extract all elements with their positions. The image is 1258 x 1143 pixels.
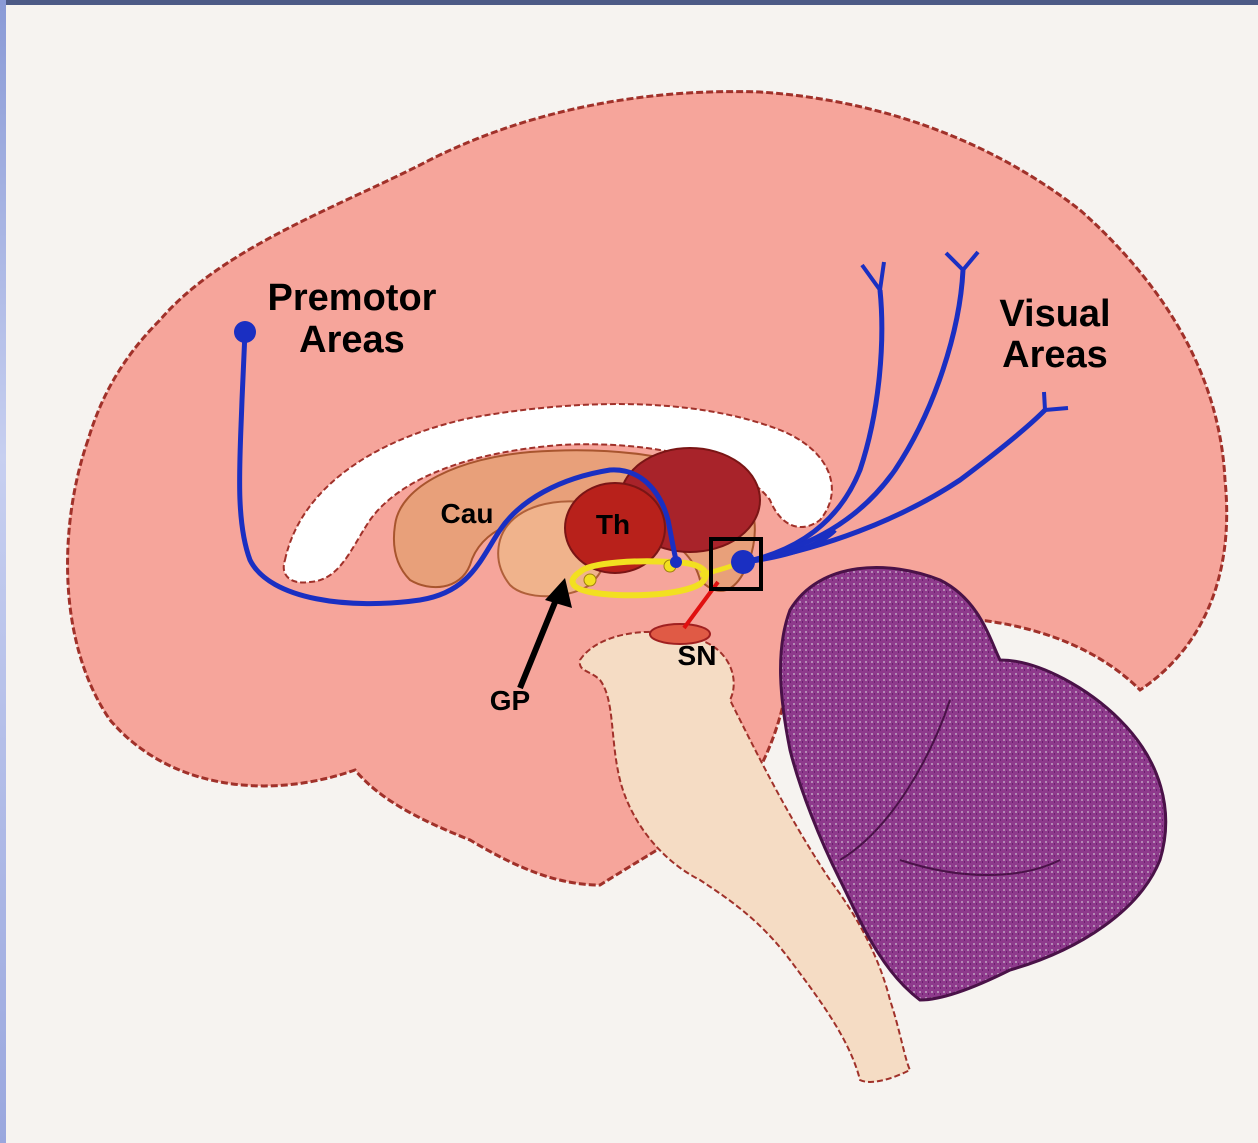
- premotor-node: [234, 321, 256, 343]
- gp-label: GP: [490, 685, 530, 716]
- sn-label: SN: [678, 640, 717, 671]
- visual-label-line1: Visual: [999, 293, 1110, 335]
- premotor-label-line2: Areas: [299, 319, 405, 361]
- thalamus-label: Th: [596, 509, 630, 540]
- visual-label-line2: Areas: [1002, 334, 1108, 376]
- gp-node-1: [584, 574, 596, 586]
- visual-node: [731, 550, 755, 574]
- caudate-label: Cau: [441, 498, 494, 529]
- thalamus-node: [670, 556, 682, 568]
- premotor-label-line1: Premotor: [268, 277, 437, 319]
